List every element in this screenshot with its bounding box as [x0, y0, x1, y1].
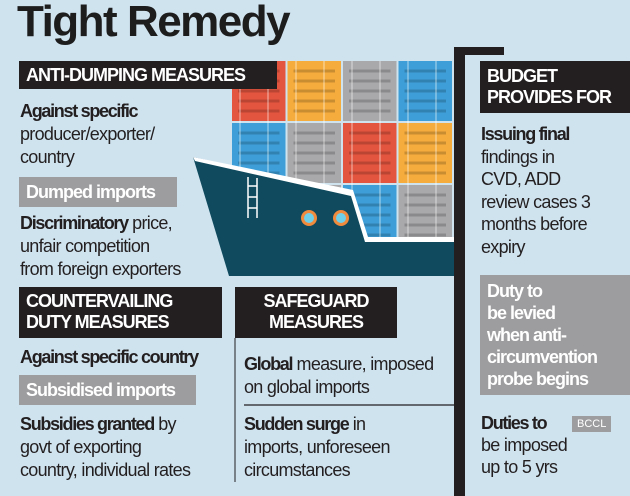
text-line: by — [153, 414, 176, 434]
header-line: MEASURES — [268, 312, 364, 332]
anti-dumping-target-bold: Against specific — [20, 101, 139, 121]
page-title: Tight Remedy — [17, 0, 291, 46]
header-line: COUNTERVAILING — [26, 291, 173, 311]
header-line: SAFEGUARD — [263, 291, 369, 311]
text-line: price, — [127, 213, 173, 233]
text-line: Duty to — [487, 281, 543, 301]
porthole-icon — [301, 210, 317, 226]
countervailing-header: COUNTERVAILING DUTY MEASURES — [19, 287, 222, 338]
countervailing-target-bold: Against specific country — [20, 347, 199, 367]
anti-dumping-header: ANTI-DUMPING MEASURES — [19, 61, 277, 89]
container — [398, 61, 452, 121]
anti-dumping-description: Discriminatory price, unfair competition… — [20, 212, 181, 281]
budget-highlight-box: Duty to be levied when anti- circumventi… — [480, 275, 630, 395]
safeguard-item-global: Global measure, imposed on global import… — [244, 353, 435, 399]
text-line: when anti- — [487, 325, 567, 345]
countervailing-target: Against specific country — [20, 346, 199, 369]
text-line: in — [348, 414, 366, 434]
text-line: from foreign exporters — [20, 259, 181, 279]
anti-dumping-target: Against specific producer/exporter/ coun… — [20, 100, 155, 169]
text-line: country — [20, 147, 75, 167]
container — [398, 123, 452, 183]
text-line: circumstances — [244, 460, 351, 480]
text-line: producer/exporter/ — [20, 124, 155, 144]
header-line: BUDGET — [487, 66, 558, 86]
text-line: expiry — [481, 236, 526, 257]
countervailing-desc-bold: Subsidies granted — [20, 414, 155, 434]
safeguard-item-bold: Global — [244, 354, 294, 374]
header-line: PROVIDES FOR — [487, 87, 612, 107]
text-line: findings in — [481, 146, 555, 167]
budget-item-final-findings: Issuing final findings in CVD, ADD revie… — [481, 123, 591, 258]
porthole-icon — [333, 210, 349, 226]
text-line: review cases 3 — [481, 191, 591, 212]
text-line: on global imports — [244, 377, 370, 397]
text-line: country, individual rates — [20, 460, 191, 480]
text-line: probe begins — [487, 369, 589, 389]
ship-deck-stripe — [193, 157, 454, 242]
header-line: DUTY MEASURES — [26, 312, 170, 332]
budget-item-duties: Duties to be imposed up to 5 yrs — [481, 412, 568, 478]
text-line: be imposed — [481, 435, 568, 455]
container — [398, 185, 452, 245]
anti-dumping-desc-bold: Discriminatory — [20, 213, 129, 233]
ship-frame-top — [454, 47, 504, 55]
text-line: be levied — [487, 303, 556, 323]
text-line: months before — [481, 214, 588, 234]
countervailing-tag: Subsidised imports — [19, 375, 196, 405]
safeguard-item-bold: Sudden surge — [244, 414, 350, 434]
text-line: govt of exporting — [20, 437, 142, 457]
text-line: measure, imposed — [292, 354, 435, 374]
text-line: imports, unforeseen — [244, 437, 390, 457]
budget-header: BUDGET PROVIDES FOR — [480, 61, 630, 113]
text-line: unfair competition — [20, 236, 150, 256]
text-line: circumvention — [487, 347, 598, 367]
text-line: up to 5 yrs — [481, 457, 558, 477]
safeguard-header: SAFEGUARD MEASURES — [235, 287, 397, 338]
safeguard-item-surge: Sudden surge in imports, unforeseen circ… — [244, 413, 390, 482]
ship-frame-bar — [454, 47, 465, 496]
text-line: CVD, ADD — [481, 169, 561, 189]
budget-item-bold: Issuing final — [481, 124, 570, 144]
countervailing-description: Subsidies granted by govt of exporting c… — [20, 413, 191, 482]
budget-item-bold: Duties to — [481, 413, 548, 433]
ship-ladder — [247, 177, 258, 218]
anti-dumping-tag: Dumped imports — [19, 177, 177, 207]
ship-hull — [193, 157, 454, 276]
watermark: BCCL — [572, 416, 612, 432]
